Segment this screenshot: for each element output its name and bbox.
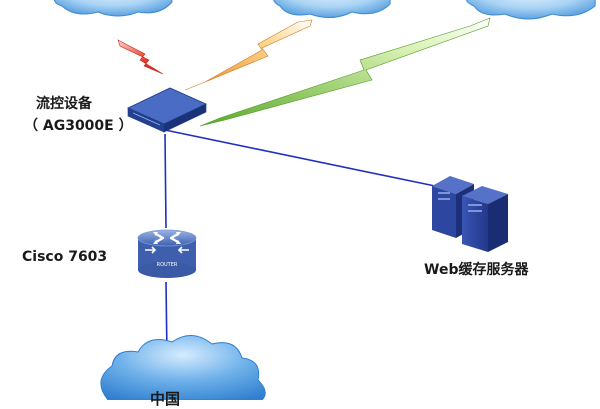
server-icon <box>432 176 508 252</box>
router-icon: ROUTER <box>137 229 197 278</box>
network-topology-diagram: ROUTER <box>54 0 596 400</box>
cloud-icon-top-middle <box>273 0 391 18</box>
bottom-cloud-label: 中国 <box>150 390 181 408</box>
flow-device-name-label: 流控设备 <box>36 96 92 112</box>
cloud-icon-bottom <box>100 335 266 400</box>
wireless-link-icon-red <box>117 39 164 75</box>
network-links <box>164 129 436 359</box>
router-badge-label: ROUTER <box>157 262 178 268</box>
flow-device-model-label: （ AG3000E ） <box>24 118 133 134</box>
router-label: Cisco 7603 <box>22 249 108 265</box>
cloud-icon-top-right <box>465 0 596 20</box>
wireless-link-icon-orange <box>184 19 313 91</box>
wireless-link-icon-green <box>199 17 491 127</box>
cloud-icon-top-left <box>54 0 173 17</box>
web-cache-server-label: Web缓存服务器 <box>424 262 529 278</box>
network-switch-icon <box>127 87 207 133</box>
